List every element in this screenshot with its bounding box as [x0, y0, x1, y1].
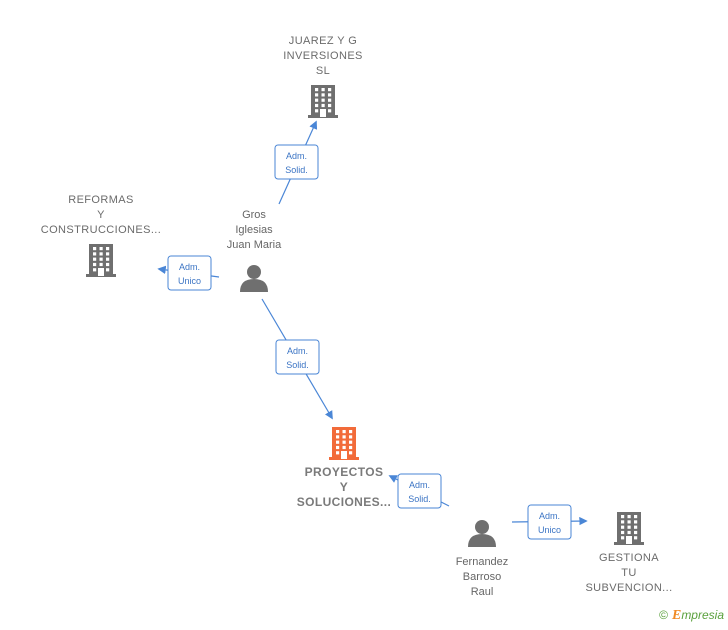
role-badge[interactable]: Adm. Unico — [527, 504, 572, 540]
role-badge-text: Adm. — [179, 262, 200, 272]
role-badge-box — [275, 339, 320, 375]
copyright-icon: © — [659, 608, 668, 622]
node-label-line: Gros — [242, 209, 266, 221]
node-label-line: PROYECTOS — [305, 465, 384, 479]
node-label-line: Juan Maria — [227, 239, 282, 251]
role-badge-text: Adm. — [539, 511, 560, 521]
node-label-line: Y — [340, 480, 348, 494]
role-badge-box — [397, 473, 442, 509]
node-label-line: SUBVENCION... — [585, 582, 672, 594]
edge-gros-reformas: Adm. Unico — [157, 255, 220, 291]
person-icon[interactable] — [240, 265, 268, 292]
building-icon[interactable] — [308, 85, 338, 118]
role-badge-text: Unico — [178, 276, 201, 286]
role-badge-text: Adm. — [287, 346, 308, 356]
role-badge[interactable]: Adm. Solid. — [275, 339, 320, 375]
role-badge[interactable]: Adm. Unico — [167, 255, 212, 291]
edge-gros-juarez: Adm. Solid. — [274, 120, 319, 205]
building-icon[interactable] — [329, 427, 359, 460]
building-icon[interactable] — [86, 244, 116, 277]
footer-brand: ©Empresia — [659, 608, 724, 624]
edge-fernandez-gestiona: Adm. Unico — [511, 504, 588, 540]
role-badge-box — [527, 504, 572, 540]
node-label-line: SL — [316, 65, 330, 77]
node-label-line: JUAREZ Y G — [289, 35, 357, 47]
role-badge[interactable]: Adm. Solid. — [397, 473, 442, 509]
node-label-line: Raul — [471, 586, 494, 598]
building-icon[interactable] — [614, 512, 644, 545]
role-badge-text: Adm. — [286, 151, 307, 161]
node-reformas[interactable]: REFORMAS Y CONSTRUCCIONES... — [41, 194, 161, 277]
node-label-line: TU — [621, 567, 636, 579]
node-label-line: GESTIONA — [599, 552, 659, 564]
node-label-line: SOLUCIONES... — [297, 495, 392, 509]
edge-fernandez-proyectos: Adm. Solid. — [388, 473, 450, 509]
node-label-line: Iglesias — [235, 224, 273, 236]
node-label-line: Fernandez — [456, 556, 509, 568]
node-juarez[interactable]: JUAREZ Y G INVERSIONES SL — [283, 35, 363, 118]
brand-initial: E — [671, 608, 682, 623]
node-proyectos[interactable]: PROYECTOSYSOLUCIONES... — [297, 427, 392, 509]
node-label-line: Barroso — [463, 571, 502, 583]
brand-name: mpresia — [681, 608, 724, 622]
role-badge-box — [274, 144, 319, 180]
node-label-line: INVERSIONES — [283, 50, 363, 62]
edges-layer: Adm.Solid.Adm.UnicoAdm.Solid.Adm.Solid.A… — [157, 120, 588, 540]
nodes-layer: JUAREZ Y G INVERSIONES SL REFORMAS Y CONSTRUC… — [41, 35, 672, 598]
role-badge-box — [167, 255, 212, 291]
edge-gros-proyectos: Adm. Solid. — [261, 298, 333, 420]
role-badge[interactable]: Adm. Solid. — [274, 144, 319, 180]
role-badge-text: Solid. — [285, 165, 308, 175]
role-badge-text: Solid. — [286, 360, 309, 370]
node-gestiona[interactable]: GESTIONA TU SUBVENCION... — [585, 512, 672, 594]
role-badge-text: Unico — [538, 525, 561, 535]
node-label-line: CONSTRUCCIONES... — [41, 224, 161, 236]
person-icon[interactable] — [468, 520, 496, 547]
node-label-line: Y — [97, 209, 105, 221]
role-badge-text: Solid. — [408, 494, 431, 504]
role-badge-text: Adm. — [409, 480, 430, 490]
node-label-line: REFORMAS — [68, 194, 134, 206]
